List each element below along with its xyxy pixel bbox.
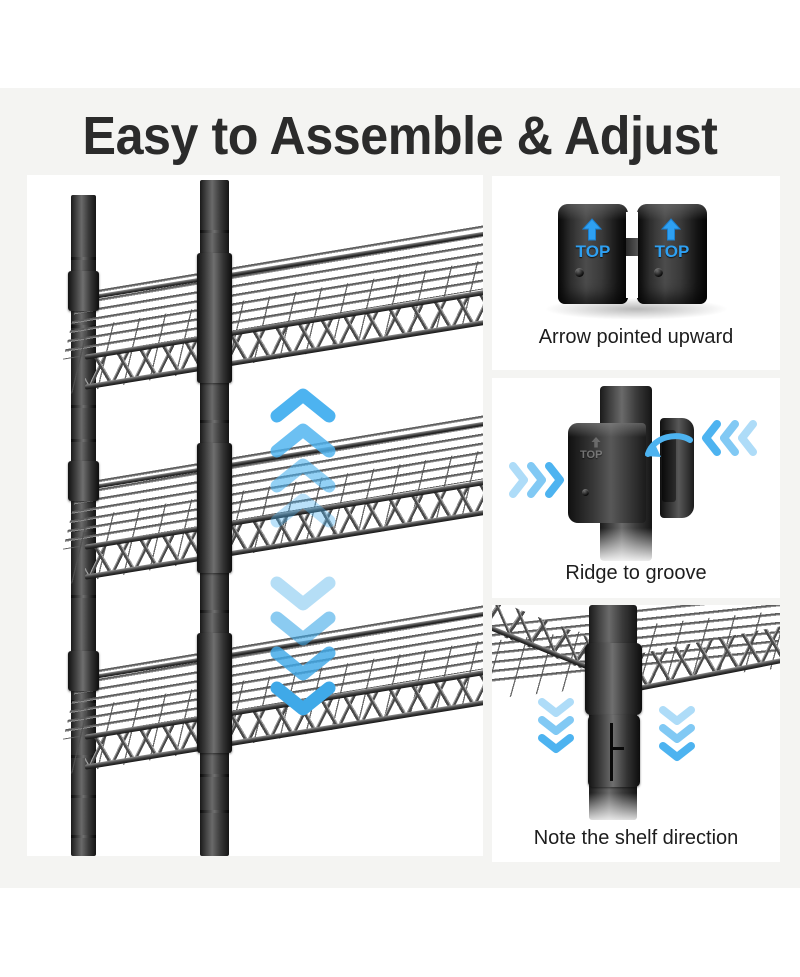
chevron-down-icon [536,697,576,719]
detail-panel-shelf-direction: Note the shelf direction [492,605,780,862]
sleeve-half-right: TOP [637,204,707,304]
sleeve-half-left-on-pole: TOP [568,423,646,523]
chevron-right-icon [526,460,548,500]
shelf-top-collar-left [68,271,99,311]
detail-shelf-collar-upper [585,643,642,715]
adjust-down-arrows [27,175,483,856]
detail-shelf-collar-lower [588,715,640,787]
chevron-up-icon [270,457,336,493]
shelf-bottom [27,175,483,856]
page-title: Easy to Assemble & Adjust [82,106,718,166]
chevron-down-icon [270,645,336,681]
chevron-down-icon [536,715,576,737]
sleeve-half-right-inner-groove [662,430,676,502]
shelf-bottom-collar-left [68,651,99,691]
detail-shelf-collar-seam [610,723,613,781]
shelf-middle-collar-right [197,443,232,573]
chevron-up-icon [270,492,336,528]
shelf-middle [27,175,483,775]
detail-shelf-pole-fade [582,793,644,825]
sleeve-on-pole-top-edge [568,423,646,437]
chevron-right-icon [508,460,530,500]
sleeve-left-screw-hole [575,268,584,277]
chevron-left-icon [718,418,740,458]
curved-arrow-icon [638,428,694,462]
sleeve-right-screw-hole [654,268,663,277]
detail-panel-ridge-to-groove: TOP [492,378,780,598]
sleeve-on-pole-screw-hole [582,489,589,496]
panel-caption-arrow-upward: Arrow pointed upward [538,326,734,348]
shelf-top [27,175,483,475]
sleeve-right-top-label: TOP [654,242,690,261]
chevron-left-icon [736,418,758,458]
chevron-down-icon [657,723,697,745]
panel-caption-ridge-to-groove: Ridge to groove [565,562,707,584]
detail-shelf-collar-notch [610,747,624,750]
chevron-up-icon [270,387,336,423]
sleeve-half-left: TOP [558,204,628,304]
shelf-bottom-collar-right [197,633,232,753]
chevron-left-icon [700,418,722,458]
panel-caption-shelf-direction: Note the shelf direction [533,827,739,849]
detail-panel-arrow-upward: TOP TOP Arrow pointed upward [492,176,780,370]
shelf-middle-collar-left [68,461,99,501]
sleeve-right-top-highlight [637,204,707,220]
sleeve-on-pole-top-label: TOP [580,449,603,461]
chevron-down-icon [536,733,576,755]
arrow-up-icon [580,216,604,242]
chevron-down-icon [657,705,697,727]
chevron-down-icon [270,575,336,611]
chevron-down-icon [270,680,336,716]
main-product-image [27,175,483,856]
detail-pole-fade [600,528,652,564]
chevron-up-icon [270,422,336,458]
sleeve-interlock-tab [626,238,638,256]
shelf-top-collar-right [197,253,232,383]
sleeve-left-top-label: TOP [575,242,611,261]
chevron-right-icon [544,460,566,500]
chevron-down-icon [657,741,697,763]
chevron-down-icon [270,610,336,646]
adjust-up-arrows [27,175,483,856]
arrow-up-icon [659,216,683,242]
sleeve-left-top-highlight [558,204,628,220]
arrow-up-icon [590,435,602,449]
